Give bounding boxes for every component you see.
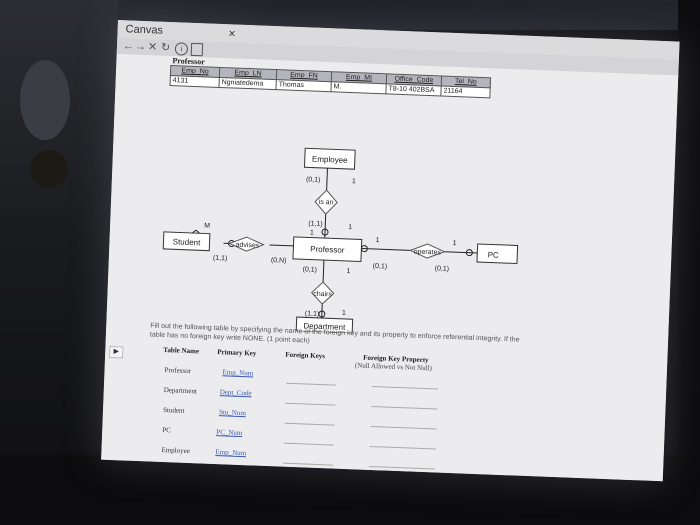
background-object (30, 150, 68, 188)
cardinality-label: (1,1) (213, 255, 228, 263)
background-object (20, 60, 70, 140)
cardinality-label: (0,1) (302, 266, 317, 274)
professor-table: Emp_No Emp_LN Emp_FN Emp_MI Office_Code … (170, 65, 492, 98)
row-table-name: Employee (161, 445, 191, 456)
cardinality-label: (0,N) (271, 257, 287, 265)
entity-employee: Employee (312, 155, 348, 165)
connector-line (322, 260, 325, 283)
fk-property-blank[interactable] (372, 386, 439, 390)
cardinality-label: (1,1) (308, 220, 323, 228)
table-cell: Thomas (275, 79, 332, 92)
tab-close-icon[interactable]: × (228, 26, 236, 41)
cardinality-label: 1 (348, 224, 352, 231)
page-content: Professor Emp_No Emp_LN Emp_FN Emp_MI Of… (101, 53, 679, 482)
row-primary-key: Stu_Num (218, 408, 246, 418)
header-foreign-keys: Foreign Keys (285, 350, 326, 361)
cardinality-label: (0,1) (435, 265, 450, 273)
table-cell: 4131 (170, 75, 220, 88)
optional-circle (318, 310, 326, 318)
entity-employee-box (303, 147, 356, 170)
row-primary-key: Emp_Num (222, 368, 254, 378)
relationship-is-an: is an (319, 199, 334, 207)
relationship-advises-shape (228, 236, 265, 252)
entity-professor: Professor (310, 245, 345, 255)
row-primary-key: PC_Num (216, 428, 243, 438)
table-cell: Ngniatedema (218, 77, 277, 90)
entity-professor-box (292, 236, 363, 263)
row-primary-key: Dept_Code (219, 388, 252, 398)
relationship-is-an-shape (314, 189, 338, 215)
relationship-operates-shape (409, 243, 446, 259)
cardinality-label: 1 (352, 178, 356, 185)
cardinality-label: 1 (346, 268, 350, 275)
connector-line (269, 244, 294, 247)
cardinality-label: 1 (376, 237, 380, 244)
back-arrow-icon[interactable]: ← (122, 40, 135, 53)
table-cell: T8-10 402BSA (385, 83, 442, 96)
optional-circle (465, 249, 473, 257)
header-primary-key: Primary Key (217, 348, 257, 358)
foreign-key-blank[interactable] (286, 382, 337, 386)
relationship-advises: advises (235, 242, 259, 250)
fk-property-blank[interactable] (369, 445, 436, 450)
connector-line (324, 214, 327, 239)
optional-circle (321, 228, 329, 236)
foreign-key-blank[interactable] (283, 462, 334, 466)
entity-student-box (162, 231, 211, 252)
entity-pc-box (476, 243, 519, 265)
connector-line (361, 248, 411, 251)
fk-property-blank[interactable] (371, 406, 438, 410)
foreign-key-blank[interactable] (283, 442, 334, 446)
header-fk-property-note: (Null Allowed vs Not Null) (354, 361, 433, 373)
tab-title: Canvas (125, 23, 164, 37)
cardinality-label: M (204, 222, 210, 229)
reload-icon[interactable]: ↻ (160, 41, 171, 55)
row-primary-key: Emp_Num (215, 448, 247, 458)
info-icon[interactable]: i (174, 42, 189, 56)
fk-property-blank[interactable] (369, 465, 436, 470)
connector-line (326, 168, 328, 191)
monitor-screen: Canvas × ← → ✕ ↻ i Professor Emp_No Emp_… (101, 20, 680, 482)
row-table-name: PC (162, 426, 172, 435)
document-icon[interactable] (190, 42, 204, 57)
table-cell: 21164 (440, 85, 491, 98)
entity-department: Department (303, 321, 346, 332)
erd-diagram: Employee is an Professor Student advises… (162, 147, 519, 334)
fk-property-blank[interactable] (370, 425, 437, 430)
cardinality-label: 1 (453, 240, 457, 247)
expand-arrow-icon[interactable]: ▶ (109, 345, 124, 359)
cardinality-label: 1 (310, 230, 314, 237)
relationship-chairs-shape (310, 281, 335, 305)
row-table-name: Professor (164, 366, 192, 376)
relationship-chairs: chairs (313, 291, 332, 299)
entity-department-box (295, 316, 354, 334)
forward-arrow-icon[interactable]: → (134, 40, 147, 54)
table-cell: M. (330, 81, 387, 94)
cardinality-label: (0,1) (373, 263, 388, 271)
entity-student: Student (173, 237, 202, 247)
foreign-key-blank[interactable] (285, 402, 336, 406)
cardinality-label: (1,1) (305, 310, 320, 318)
row-table-name: Student (162, 406, 185, 415)
entity-pc: PC (488, 250, 500, 259)
relationship-operates: operates (414, 249, 442, 257)
row-table-name: Department (163, 386, 198, 396)
header-table-name: Table Name (163, 345, 200, 356)
cardinality-label: (0,1) (306, 176, 321, 184)
background-right (678, 0, 700, 525)
foreign-key-blank[interactable] (284, 422, 335, 426)
cardinality-label: 1 (342, 310, 346, 317)
stop-icon[interactable]: ✕ (147, 41, 158, 54)
